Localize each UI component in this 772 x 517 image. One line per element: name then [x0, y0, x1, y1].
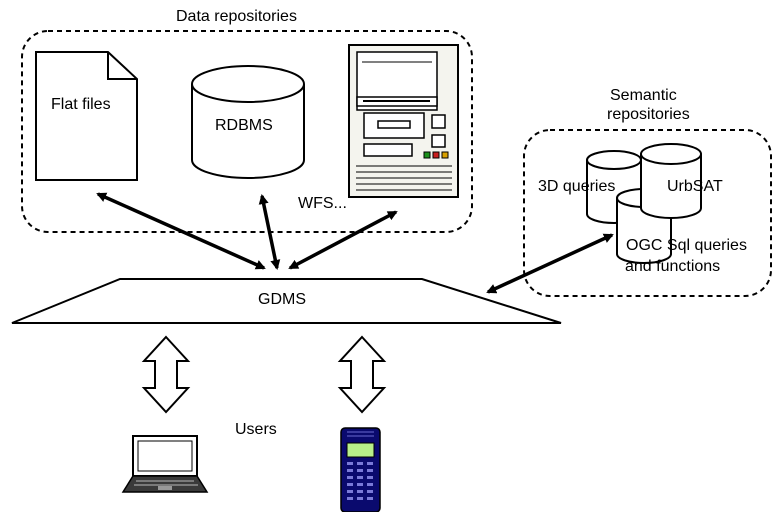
- arrow-semantic-gdms: [486, 233, 614, 294]
- flat-files-label: Flat files: [51, 96, 111, 113]
- arrow-rdbms-gdms: [258, 194, 281, 270]
- semantic-title-line1: Semantic: [610, 87, 677, 104]
- gdms-label: GDMS: [258, 291, 306, 308]
- data-repositories-group: [21, 30, 473, 233]
- users-label: Users: [235, 421, 277, 438]
- laptop-icon: [121, 435, 209, 493]
- data-repositories-title: Data repositories: [176, 8, 297, 25]
- ogc-sql-label-line2: and functions: [625, 258, 721, 275]
- flat-file-icon: [35, 51, 138, 181]
- gdms-platform-shape: [11, 278, 562, 324]
- wfs-label: WFS...: [298, 195, 347, 212]
- 3d-queries-label: 3D queries: [538, 178, 616, 195]
- wfs-server-icon: [348, 44, 459, 198]
- mobile-phone-icon: [340, 427, 381, 513]
- semantic-title-line2: repositories: [607, 106, 690, 123]
- rdbms-label: RDBMS: [215, 117, 273, 134]
- hollow-arrow-phone: [337, 335, 387, 414]
- hollow-arrow-laptop: [141, 335, 191, 414]
- arrow-flat-files-gdms: [96, 192, 266, 270]
- semantic-repositories-group: [523, 129, 772, 297]
- arrow-wfs-gdms: [288, 210, 398, 270]
- urbsat-label: UrbSAT: [667, 178, 723, 195]
- rdbms-cylinder-icon: [191, 65, 305, 179]
- ogc-sql-label-line1: OGC Sql queries: [626, 237, 747, 254]
- urbsat-cylinder-icon: [640, 143, 702, 219]
